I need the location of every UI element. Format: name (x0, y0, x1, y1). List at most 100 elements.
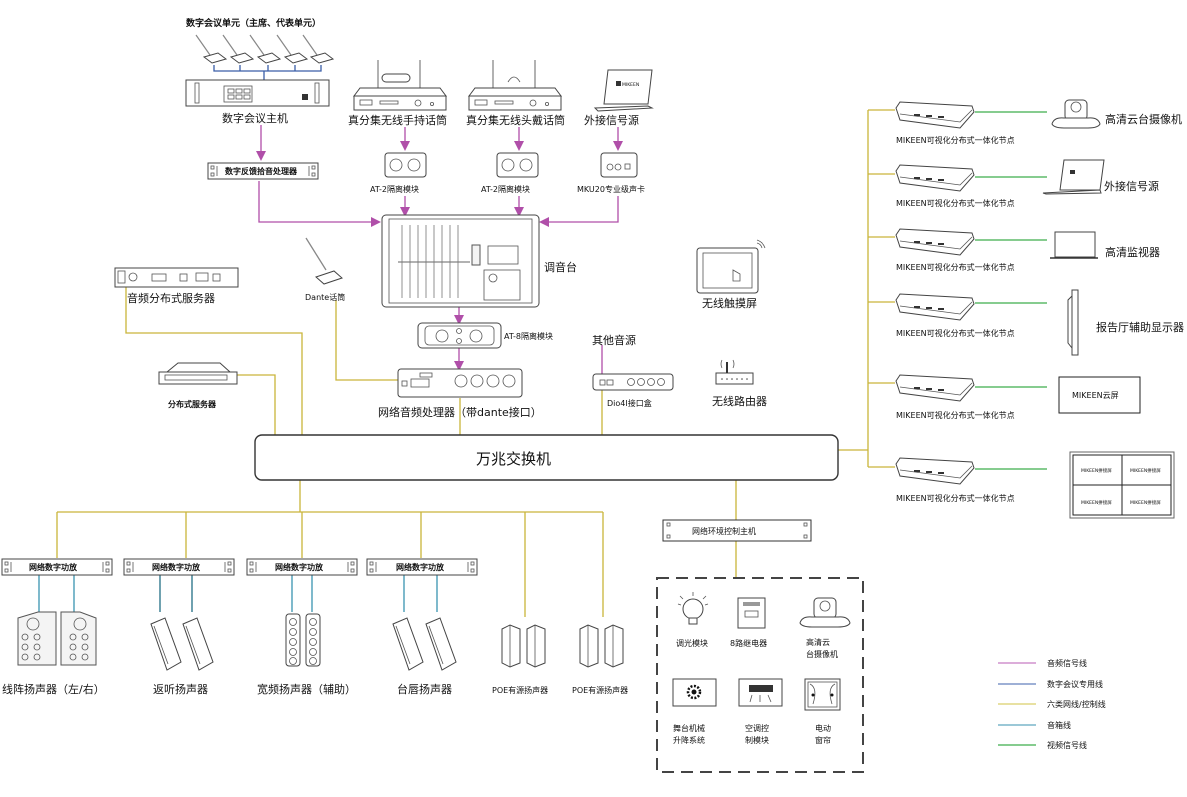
legend-label: 音频信号线 (1047, 658, 1087, 668)
legend-item: 音频信号线 (998, 658, 1087, 668)
curtain-module (804, 678, 841, 711)
conference-host-device (185, 79, 330, 107)
sound-card (600, 152, 638, 178)
amp-label-2: 网络数字功放 (152, 562, 201, 572)
legend-item: 视频信号线 (998, 740, 1087, 750)
conference-unit-mics (195, 34, 334, 64)
speaker-label-4: 台唇扬声器 (397, 682, 452, 696)
laptop-logo: MIKEEN (622, 82, 639, 88)
audio-server-label: 音频分布式服务器 (127, 291, 215, 305)
touch-screen-label: 无线触摸屏 (702, 296, 757, 310)
poe-speaker-label-2: POE有源扬声器 (572, 685, 628, 695)
env-item-6b: 窗帘 (815, 735, 831, 745)
env-control-host: 网络环境控制主机 (662, 519, 812, 542)
dimmer-module (677, 592, 709, 625)
amplifier-2: 网络数字功放 (123, 558, 235, 576)
at8-module (417, 322, 502, 349)
hd-monitor (1050, 231, 1098, 259)
amp-label-1: 网络数字功放 (29, 562, 78, 572)
legend-label: 音箱线 (1047, 720, 1071, 730)
speaker-label-1: 线阵扬声器（左/右） (2, 682, 105, 696)
auxiliary-display (1067, 289, 1079, 356)
mixer-label: 调音台 (544, 260, 577, 274)
env-item-3b: 台摄像机 (806, 649, 838, 659)
env-item-2: 8路继电器 (730, 638, 767, 648)
node-label-2: MIKEEN可视化分布式一体化节点 (896, 198, 1015, 208)
output-label-1: 高清云台摄像机 (1105, 112, 1182, 126)
network-wires (56, 109, 895, 617)
headset-mic-receiver (468, 60, 562, 111)
legend-item: 六类网线/控制线 (998, 699, 1106, 709)
distributed-server (158, 362, 238, 385)
env-ptz-camera (799, 597, 851, 628)
external-source-laptop: MIKEEN (593, 69, 654, 112)
amp-label-3: 网络数字功放 (275, 562, 324, 572)
stage-machinery (672, 678, 717, 707)
feedback-processor-label: 数字反馈拾音处理器 (225, 166, 298, 176)
at2-module-b (496, 152, 539, 178)
env-control-group (656, 577, 864, 773)
audio-distributed-server (114, 267, 239, 288)
video-wires (975, 111, 1047, 470)
legend-item: 数字会议专用线 (998, 679, 1103, 689)
output-label-5: MIKEEN云屏 (1072, 391, 1119, 400)
dist-server-label: 分布式服务器 (168, 399, 217, 409)
env-item-6a: 电动 (815, 723, 831, 733)
handheld-mic-receiver (353, 60, 447, 111)
env-item-1: 调光模块 (676, 638, 708, 648)
wideband-speakers (285, 613, 321, 667)
video-wall-cell: MIKEEN拼接屏 (1081, 467, 1112, 474)
node-label-5: MIKEEN可视化分布式一体化节点 (896, 410, 1015, 420)
router-label: 无线路由器 (712, 394, 767, 408)
output-label-4: 报告厅辅助显示器 (1096, 320, 1184, 334)
node-label-4: MIKEEN可视化分布式一体化节点 (896, 328, 1015, 338)
video-wall-cell: MIKEEN拼接屏 (1130, 467, 1161, 474)
handheld-mic-label: 真分集无线手持话筒 (348, 113, 447, 127)
conference-bus (213, 65, 322, 80)
cloud-screen: MIKEEN云屏 (1058, 376, 1141, 414)
at2-module-a (384, 152, 427, 178)
output-label-2: 外接信号源 (1104, 179, 1159, 193)
headset-mic-label: 真分集无线头戴话筒 (466, 113, 565, 127)
amplifier-3: 网络数字功放 (246, 558, 358, 576)
node-label-3: MIKEEN可视化分布式一体化节点 (896, 262, 1015, 272)
speaker-label-2: 返听扬声器 (153, 682, 208, 696)
node-list (895, 101, 975, 485)
legend-item: 音箱线 (998, 720, 1071, 730)
external-laptop (1042, 159, 1105, 195)
output-label-3: 高清监视器 (1105, 245, 1160, 259)
switch-label: 万兆交换机 (476, 450, 551, 468)
at2-module-b-label: AT-2隔离模块 (481, 184, 530, 194)
video-wall-cell: MIKEEN拼接屏 (1130, 499, 1161, 506)
stage-lip-speakers (392, 617, 457, 671)
sound-card-label: MKU20专业级声卡 (577, 184, 645, 194)
at2-module-a-label: AT-2隔离模块 (370, 184, 419, 194)
other-source-label: 其他音源 (592, 333, 636, 347)
poe-speakers-2 (579, 624, 624, 668)
conference-host-label: 数字会议主机 (222, 111, 288, 125)
video-wall-cell: MIKEEN拼接屏 (1081, 499, 1112, 506)
node-label-6: MIKEEN可视化分布式一体化节点 (896, 493, 1015, 503)
poe-speaker-label-1: POE有源扬声器 (492, 685, 548, 695)
router-device (715, 359, 754, 385)
legend-label: 六类网线/控制线 (1047, 699, 1106, 709)
legend-label: 视频信号线 (1047, 740, 1087, 750)
env-item-5a: 空调控 (745, 723, 769, 733)
env-item-5b: 制模块 (745, 735, 769, 745)
dio4i-box (592, 373, 674, 391)
amp-label-4: 网络数字功放 (396, 562, 445, 572)
legend-label: 数字会议专用线 (1047, 679, 1103, 689)
speaker-label-3: 宽频扬声器（辅助） (257, 682, 356, 696)
feedback-processor: 数字反馈拾音处理器 (207, 162, 319, 180)
amplifier-1: 网络数字功放 (1, 558, 113, 576)
speaker-wires (38, 574, 438, 612)
line-array-speakers (17, 611, 97, 666)
conference-units-label: 数字会议单元（主席、代表单元） (186, 17, 321, 29)
env-item-4a: 舞台机械 (673, 723, 705, 733)
legend: 音频信号线 数字会议专用线 六类网线/控制线 音箱线 视频信号线 (998, 658, 1106, 750)
network-audio-processor (397, 368, 523, 398)
node-label-1: MIKEEN可视化分布式一体化节点 (896, 135, 1015, 145)
env-item-4b: 升降系统 (673, 735, 705, 745)
network-processor-label: 网络音频处理器（带dante接口） (378, 405, 542, 419)
